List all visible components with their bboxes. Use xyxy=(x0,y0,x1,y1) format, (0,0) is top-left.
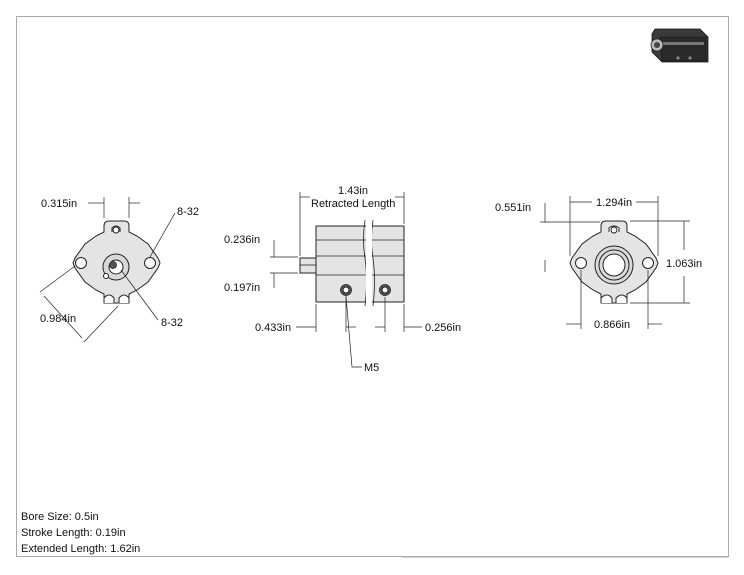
back-view xyxy=(540,196,690,329)
side-port-thread: M5 xyxy=(364,362,379,374)
back-dim-height: 1.063in xyxy=(666,258,702,270)
back-mount-hole-left xyxy=(575,257,587,269)
spec-bore-size: Bore Size: 0.5in xyxy=(21,511,99,523)
front-view xyxy=(39,197,176,343)
iso-thumbnail xyxy=(650,28,709,63)
side-dim-length-label: Retracted Length xyxy=(311,198,395,210)
spec-block: Bore Size: 0.5in Stroke Length: 0.19in E… xyxy=(21,509,140,557)
sheet-border xyxy=(16,16,729,557)
back-mount-hole-right xyxy=(642,257,654,269)
side-dim-port-right: 0.256in xyxy=(425,322,461,334)
back-dim-bottom: 0.866in xyxy=(594,319,630,331)
back-dim-offset: 0.551in xyxy=(495,202,531,214)
back-dim-width: 1.294in xyxy=(596,197,632,209)
side-dim-rod-lower: 0.197in xyxy=(224,282,260,294)
side-rod xyxy=(299,257,317,274)
side-view xyxy=(270,192,422,368)
side-dim-length: 1.43in xyxy=(338,185,368,197)
front-mount-hole-right xyxy=(144,257,156,269)
front-dim-diag: 0.984in xyxy=(40,313,76,325)
front-dim-top: 0.315in xyxy=(41,198,77,210)
front-thread-top: 8-32 xyxy=(177,206,199,218)
front-mount-hole-left xyxy=(75,257,87,269)
front-thread-bottom: 8-32 xyxy=(161,317,183,329)
side-dim-port-left: 0.433in xyxy=(255,322,291,334)
side-dim-rod-upper: 0.236in xyxy=(224,234,260,246)
spec-stroke-length: Stroke Length: 0.19in xyxy=(21,527,126,539)
spec-extended-length: Extended Length: 1.62in xyxy=(21,543,141,555)
